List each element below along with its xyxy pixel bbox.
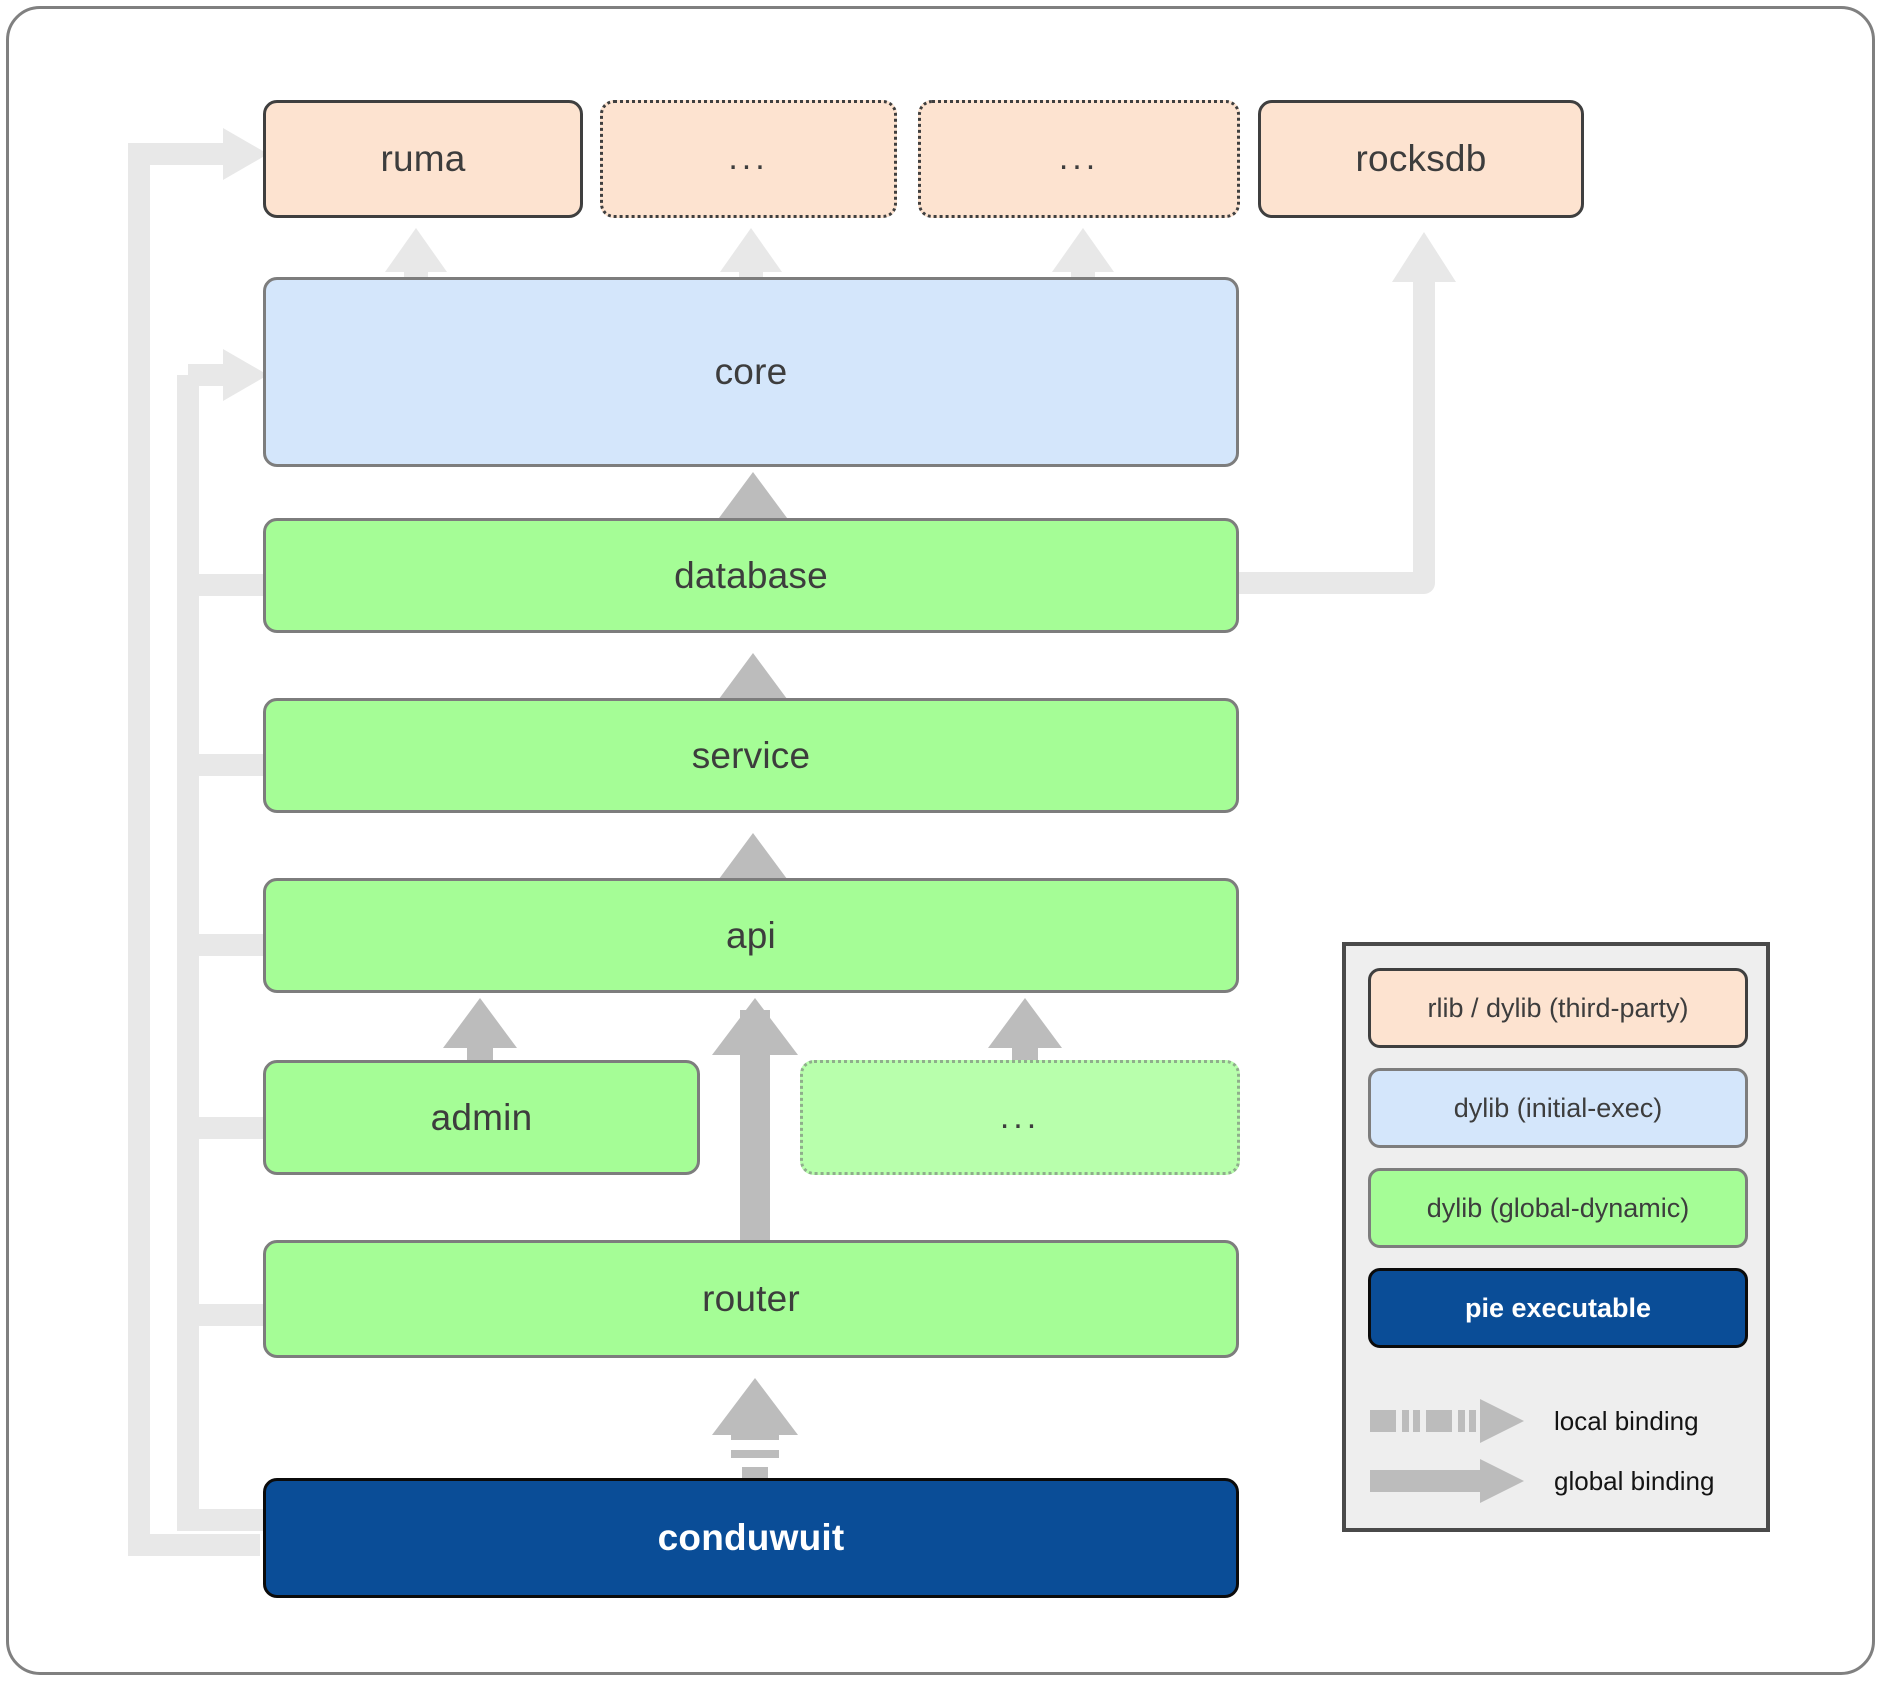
dashed-arrow-icon [1368,1398,1528,1444]
node-rocksdb[interactable]: rocksdb [1258,100,1584,218]
node-more-top-2[interactable]: ... [918,100,1240,218]
legend-swatch-pie-executable: pie executable [1368,1268,1748,1348]
node-label: rocksdb [1355,138,1487,179]
edge-conduwuit-to-ruma [128,143,260,1556]
node-label: conduwuit [657,1517,845,1558]
legend-panel: rlib / dylib (third-party) dylib (initia… [1342,942,1770,1532]
legend-swatch-label: rlib / dylib (third-party) [1427,992,1689,1023]
legend-binding-local: local binding [1368,1391,1754,1451]
node-more-top-1[interactable]: ... [600,100,897,218]
legend-binding-global: global binding [1368,1451,1754,1511]
edge-router-to-api [712,998,798,1250]
node-label: ... [1058,139,1100,178]
node-label: ruma [380,138,466,179]
node-label: core [714,351,788,392]
node-admin[interactable]: admin [263,1060,700,1175]
legend-swatch-label: dylib (global-dynamic) [1426,1192,1690,1223]
node-label: api [726,914,776,956]
node-label: ... [728,139,769,178]
node-api[interactable]: api [263,878,1239,993]
legend-binding-label: global binding [1554,1465,1715,1496]
node-ruma[interactable]: ruma [263,100,583,218]
node-core[interactable]: core [263,277,1239,467]
legend-swatch-label: pie executable [1464,1292,1652,1323]
legend-swatch-third-party: rlib / dylib (third-party) [1368,968,1748,1048]
node-label: router [702,1278,800,1319]
node-label: database [674,554,828,596]
solid-arrow-icon [1368,1458,1528,1504]
node-label: service [691,734,811,776]
node-router[interactable]: router [263,1240,1239,1358]
legend-swatch-label: dylib (initial-exec) [1453,1092,1663,1123]
node-label: ... [999,1097,1041,1136]
node-label: admin [430,1096,533,1138]
node-database[interactable]: database [263,518,1239,633]
node-conduwuit[interactable]: conduwuit [263,1478,1239,1598]
node-service[interactable]: service [263,698,1239,813]
node-more-mid[interactable]: ... [800,1060,1240,1175]
legend-binding-label: local binding [1554,1405,1699,1436]
legend-swatch-initial-exec: dylib (initial-exec) [1368,1068,1748,1148]
arrowhead-core-left [223,349,268,401]
legend-swatch-global-dynamic: dylib (global-dynamic) [1368,1168,1748,1248]
arrowhead-ruma-left [223,128,268,180]
